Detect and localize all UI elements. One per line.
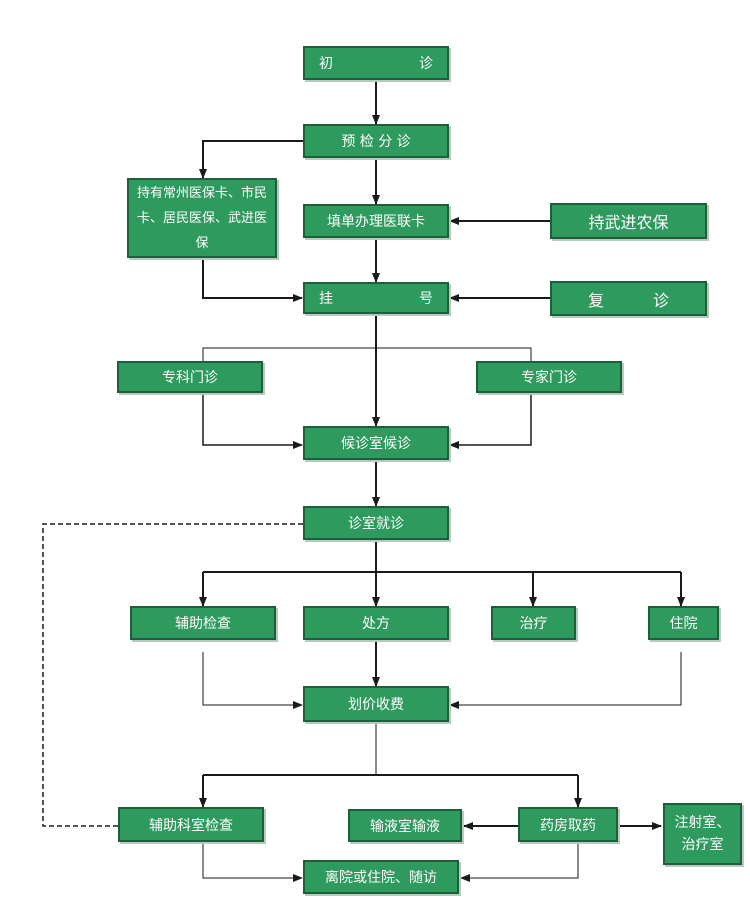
- node-card-fill: 填单办理医联卡: [303, 204, 449, 238]
- arrow-specialty-to-waiting: [202, 393, 303, 449]
- node-pre-triage: 预 检 分 诊: [303, 124, 449, 158]
- node-specialty-clinic: 专科门诊: [117, 361, 263, 393]
- node-discharge: 离院或住院、随访: [303, 860, 459, 894]
- node-prescription: 处方: [303, 606, 449, 640]
- node-expert-clinic: 专家门诊: [476, 361, 622, 393]
- arrow-hospital-to-billing: [449, 652, 682, 709]
- arrow-aux-exam-to-billing: [202, 652, 303, 709]
- arrow-aux-dept-to-discharge: [202, 842, 303, 882]
- node-treatment: 治疗: [491, 606, 576, 640]
- node-injection-room: 注射室、治疗室: [663, 803, 742, 865]
- line-register-to-expert: [376, 347, 532, 361]
- arrow-pharmacy-to-discharge: [460, 842, 579, 882]
- node-consultation: 诊室就诊: [303, 506, 449, 540]
- node-pharmacy: 药房取药: [518, 807, 618, 842]
- node-aux-dept-exam: 辅助科室检查: [118, 807, 264, 842]
- node-first-visit: 初诊: [303, 46, 449, 80]
- arrow-insured-to-register: [202, 258, 303, 302]
- line-register-to-specialty: [202, 347, 376, 361]
- node-insured-holders: 持有常州医保卡、市民卡、居民医保、武进医保: [127, 178, 277, 258]
- node-infusion: 输液室输液: [348, 809, 462, 842]
- node-return-visit: 复诊: [550, 281, 707, 316]
- node-waiting-room: 候诊室候诊: [303, 426, 449, 460]
- node-hospitalization: 住院: [648, 606, 719, 640]
- arrow-expert-to-waiting: [449, 393, 532, 449]
- arrow-triage-to-insured: [199, 140, 303, 179]
- node-registration: 挂号: [303, 282, 449, 314]
- node-aux-exam: 辅助检查: [130, 606, 276, 640]
- node-billing: 划价收费: [303, 686, 449, 722]
- node-wujin-insurance: 持武进农保: [550, 203, 707, 239]
- dashed-loop-consult-aux-dept: [42, 523, 303, 827]
